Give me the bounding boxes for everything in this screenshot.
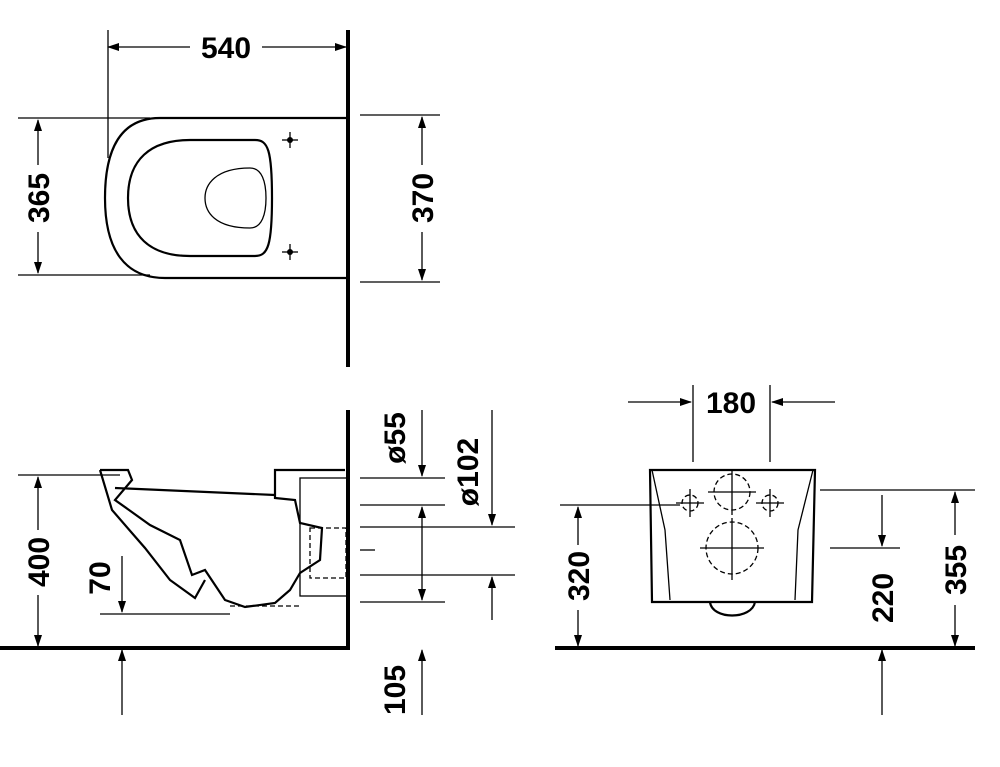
- fixing-cross-icon: [676, 489, 704, 517]
- outlet-outline: [708, 601, 757, 617]
- fixing-cross-icon: [756, 489, 784, 517]
- dim-400: 400: [23, 537, 56, 587]
- dim-70: 70: [84, 561, 117, 594]
- wall-panel-outline: [648, 468, 817, 604]
- inlet-circle-icon: [708, 470, 756, 515]
- outlet-circle-icon: [700, 518, 764, 580]
- dim-180: 180: [706, 387, 756, 420]
- bowl-profile: [98, 468, 345, 609]
- dim-540: 540: [201, 32, 251, 65]
- dim-370: 370: [407, 173, 440, 223]
- dim-diameter-55: ø55: [379, 412, 412, 464]
- dim-355: 355: [940, 545, 973, 595]
- top-view: 540 365 370: [18, 30, 440, 367]
- drain-outline: [204, 167, 267, 229]
- dim-320: 320: [563, 551, 596, 601]
- side-view: 400 70 ø55 ø102 105: [0, 410, 515, 715]
- dim-diameter-102: ø102: [452, 438, 485, 506]
- dim-220: 220: [867, 573, 900, 623]
- bowl-opening: [126, 138, 274, 258]
- fixing-cross-icon: [282, 244, 298, 260]
- dim-365: 365: [23, 173, 56, 223]
- dim-105: 105: [379, 665, 412, 715]
- bowl-outline: [103, 116, 348, 280]
- fixing-cross-icon: [282, 132, 298, 148]
- front-view: 180 320 220 355: [555, 385, 975, 715]
